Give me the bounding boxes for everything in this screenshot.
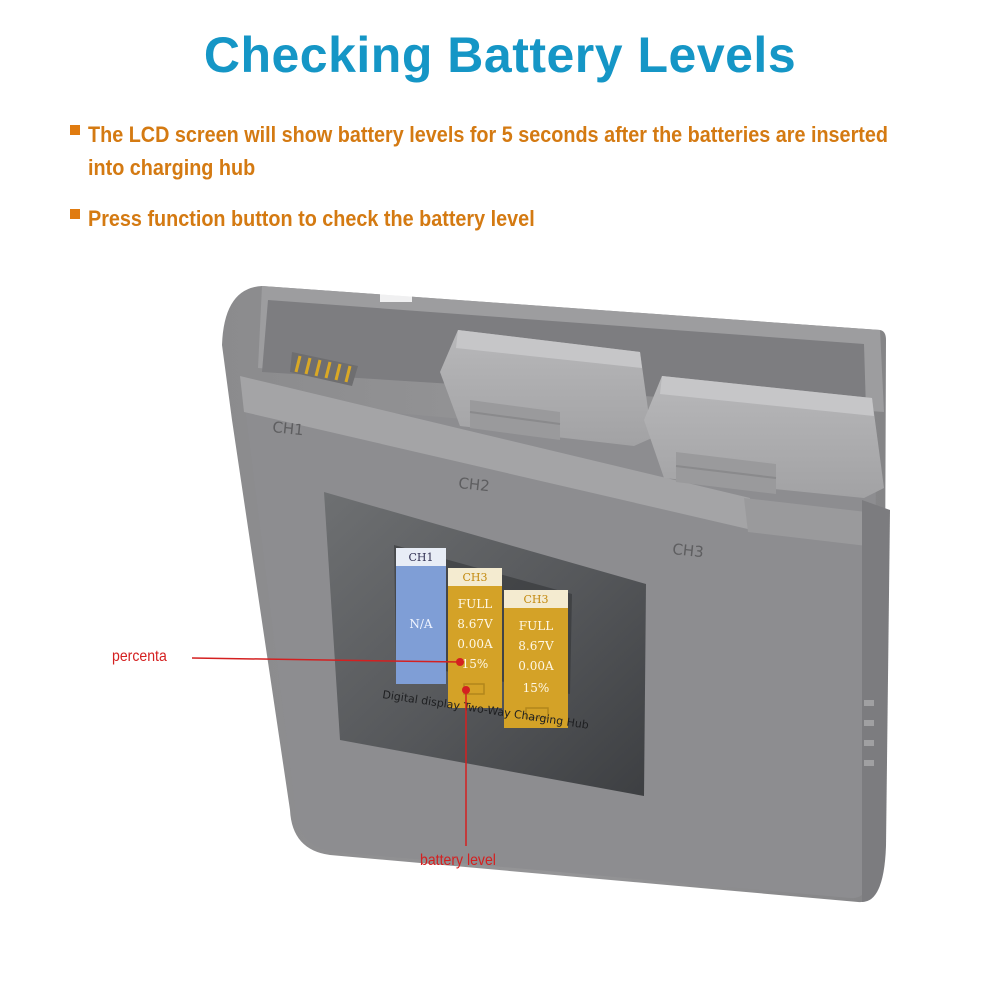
bullet-list: The LCD screen will show battery levels … — [70, 118, 930, 253]
callout-percent — [191, 657, 464, 666]
lcd-ch3a-current: 0.00A — [457, 637, 493, 651]
bullet-text: Press function button to check the batte… — [88, 206, 535, 231]
lcd-ch3a-voltage: 8.67V — [457, 617, 493, 631]
lcd-column-ch1: CH1 N/A — [396, 548, 446, 684]
lcd-ch3b-battery-icon — [525, 707, 549, 719]
slot-label-ch3: CH3 — [672, 540, 705, 561]
lcd-ch1-status: N/A — [409, 617, 433, 631]
lcd-ch3a-header: CH3 — [462, 571, 487, 584]
lcd-column-ch3-b: CH3 FULL 8.67V 0.00A 15% — [504, 590, 568, 728]
lcd-ch1-header: CH1 — [408, 551, 433, 564]
lcd-ch3b-status: FULL — [519, 619, 553, 633]
lcd-ch3b-percent: 15% — [523, 681, 550, 695]
slot-label-ch2: CH2 — [458, 474, 491, 495]
connector-pins — [290, 352, 358, 386]
callout-label-percent: percenta — [112, 648, 167, 665]
callout-label-battery: battery level — [420, 852, 496, 869]
bullet-text: The LCD screen will show battery levels … — [88, 122, 888, 180]
bullet-square-icon — [70, 209, 80, 219]
lcd-ch3b-voltage: 8.67V — [518, 639, 554, 653]
lcd-ch3b-header: CH3 — [523, 593, 548, 606]
callout-battery — [462, 686, 470, 846]
bullet-item-1: The LCD screen will show battery levels … — [70, 118, 930, 184]
page-title: Checking Battery Levels — [203, 27, 797, 83]
lcd-screen: CH1 N/A CH3 FULL 8.67V 0.00A 15% CH3 FUL… — [324, 492, 646, 796]
bullet-item-2: Press function button to check the batte… — [70, 202, 930, 235]
battery-ch2 — [440, 330, 652, 446]
lcd-ch3a-percent: 15% — [462, 657, 489, 671]
bullet-square-icon — [70, 125, 80, 135]
battery-ch3 — [644, 376, 884, 498]
lcd-column-ch3-a: CH3 FULL 8.67V 0.00A 15% — [448, 568, 502, 708]
lcd-ch3b-current: 0.00A — [518, 659, 554, 673]
slot-label-ch1: CH1 — [272, 418, 305, 439]
lcd-ch3a-status: FULL — [458, 597, 492, 611]
slot-labels: CH1 CH2 CH3 — [272, 418, 705, 561]
